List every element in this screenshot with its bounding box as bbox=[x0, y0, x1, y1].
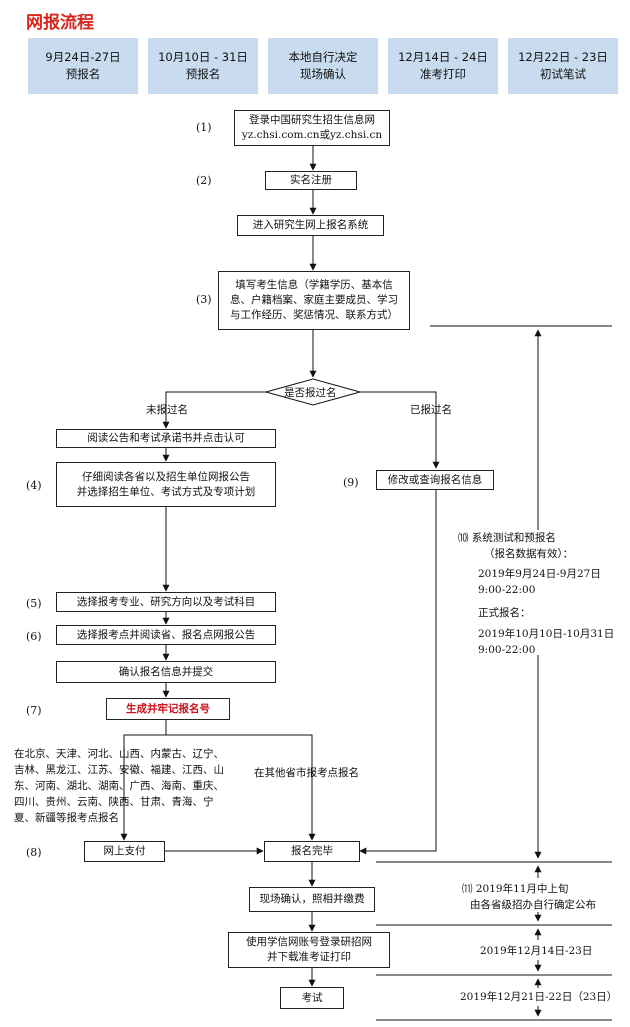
box-text: yz.chsi.com.cn或yz.chsi.cn bbox=[241, 129, 383, 141]
read-province-notice-box: 仔细阅读各省以及招生单位网报公告 并选择招生单位、考试方式及专项计划 bbox=[56, 462, 276, 507]
box-text: 与工作经历、奖惩情况、联系方式） bbox=[230, 309, 398, 321]
note-number: ⑾ bbox=[462, 883, 473, 895]
note-time: 9:00-22:00 bbox=[478, 644, 536, 656]
fill-info-box: 填写考生信息（学籍学历、基本信 息、户籍档案、家庭主要成员、学习 与工作经历、奖… bbox=[218, 271, 410, 330]
real-name-register-box: 实名注册 bbox=[265, 171, 357, 190]
note-text: 2019年11月中上旬 bbox=[475, 883, 569, 895]
step-number: (6) bbox=[26, 630, 42, 643]
timeline-box-4: 12月14日 - 24日 准考打印 bbox=[388, 38, 498, 94]
onsite-confirm-box: 现场确认，照相并缴费 bbox=[249, 887, 375, 912]
other-provinces-label: 在其他省市报考点报名 bbox=[254, 767, 359, 779]
step-number: (1) bbox=[196, 121, 212, 134]
note-text: （报名数据有效）： bbox=[484, 548, 574, 560]
province-line: 夏、新疆等报考点报名 bbox=[14, 812, 119, 824]
timeline-date: 本地自行决定 bbox=[288, 50, 358, 64]
note-number: ⑽ bbox=[458, 532, 469, 544]
exam-date: 2019年12月21日-22日（23日） bbox=[460, 991, 618, 1003]
timeline-label: 准考打印 bbox=[420, 67, 466, 81]
timeline-box-1: 9月24日-27日 预报名 bbox=[28, 38, 138, 94]
login-website-box: 登录中国研究生招生信息网 yz.chsi.com.cn或yz.chsi.cn bbox=[234, 110, 390, 146]
box-text: 并选择招生单位、考试方式及专项计划 bbox=[76, 485, 256, 498]
box-text: 仔细阅读各省以及招生单位网报公告 bbox=[82, 470, 250, 483]
modify-info-box: 修改或查询报名信息 bbox=[376, 470, 494, 490]
timeline-box-2: 10月10日 - 31日 预报名 bbox=[148, 38, 258, 94]
read-notice-box: 阅读公告和考试承诺书并点击认可 bbox=[56, 429, 276, 448]
province-line: 四川、贵州、云南、陕西、甘肃、青海、宁 bbox=[14, 796, 214, 808]
step-number: (4) bbox=[26, 479, 42, 492]
timeline-label: 初试笔试 bbox=[540, 67, 586, 81]
step-number: (7) bbox=[26, 704, 42, 717]
timeline-label: 预报名 bbox=[65, 67, 101, 81]
page-title: 网报流程 bbox=[26, 13, 94, 33]
timeline-label: 预报名 bbox=[185, 67, 221, 81]
note-11: ⑾ 2019年11月中上旬 bbox=[462, 882, 568, 897]
province-list: 在北京、天津、河北、山西、内蒙古、辽宁、 吉林、黑龙江、江苏、安徽、福建、江西、… bbox=[14, 746, 224, 826]
note-text: 正式报名： bbox=[478, 607, 531, 619]
box-text: 登录中国研究生招生信息网 bbox=[249, 114, 375, 126]
timeline-box-5: 12月22日 - 23日 初试笔试 bbox=[508, 38, 618, 94]
step-number: (9) bbox=[343, 476, 359, 489]
exam-box: 考试 bbox=[280, 987, 344, 1009]
decision-label: 是否报过名 bbox=[284, 387, 337, 399]
timeline-box-3: 本地自行决定 现场确认 bbox=[268, 38, 378, 94]
note-text: 系统测试和预报名 bbox=[471, 532, 556, 544]
note-date: 2019年9月24日-9月27日 bbox=[478, 568, 601, 580]
print-admission-box: 使用学信网账号登录研招网 并下载准考证打印 bbox=[228, 932, 390, 968]
note-text: 由各省级招办自行确定公布 bbox=[470, 899, 596, 911]
timeline-date: 12月22日 - 23日 bbox=[518, 50, 608, 64]
note-time: 9:00-22:00 bbox=[478, 584, 536, 596]
registration-complete-box: 报名完毕 bbox=[264, 841, 360, 862]
timeline-date: 12月14日 - 24日 bbox=[398, 50, 488, 64]
box-text: 使用学信网账号登录研招网 bbox=[246, 936, 372, 948]
note-date: 2019年10月10日-10月31日 bbox=[478, 628, 615, 640]
branch-not-registered: 未报过名 bbox=[146, 404, 188, 416]
province-line: 东、河南、湖北、湖南、广西、海南、重庆、 bbox=[14, 780, 224, 792]
step-number: (2) bbox=[196, 174, 212, 187]
select-exam-site-box: 选择报考点并阅读省、报名点网报公告 bbox=[56, 625, 276, 645]
note-10: ⑽ 系统测试和预报名 bbox=[458, 531, 556, 546]
timeline-label: 现场确认 bbox=[300, 67, 346, 81]
step-number: (5) bbox=[26, 597, 42, 610]
province-line: 在北京、天津、河北、山西、内蒙古、辽宁、 bbox=[14, 748, 224, 760]
confirm-submit-box: 确认报名信息并提交 bbox=[56, 661, 276, 683]
step-number: (8) bbox=[26, 846, 42, 859]
enter-system-box: 进入研究生网上报名系统 bbox=[237, 215, 384, 236]
timeline-date: 10月10日 - 31日 bbox=[158, 50, 248, 64]
select-major-box: 选择报考专业、研究方向以及考试科目 bbox=[56, 592, 276, 612]
box-text: 息、户籍档案、家庭主要成员、学习 bbox=[230, 294, 398, 306]
branch-registered: 已报过名 bbox=[410, 404, 452, 416]
box-text: 并下载准考证打印 bbox=[267, 951, 351, 963]
timeline-date: 9月24日-27日 bbox=[45, 50, 121, 64]
online-payment-box: 网上支付 bbox=[84, 841, 165, 862]
province-line: 吉林、黑龙江、江苏、安徽、福建、江西、山 bbox=[14, 764, 224, 776]
generate-number-box: 生成并牢记报名号 bbox=[106, 698, 230, 720]
print-date: 2019年12月14日-23日 bbox=[480, 945, 593, 957]
step-number: (3) bbox=[196, 293, 212, 306]
box-text: 填写考生信息（学籍学历、基本信 bbox=[235, 279, 393, 291]
